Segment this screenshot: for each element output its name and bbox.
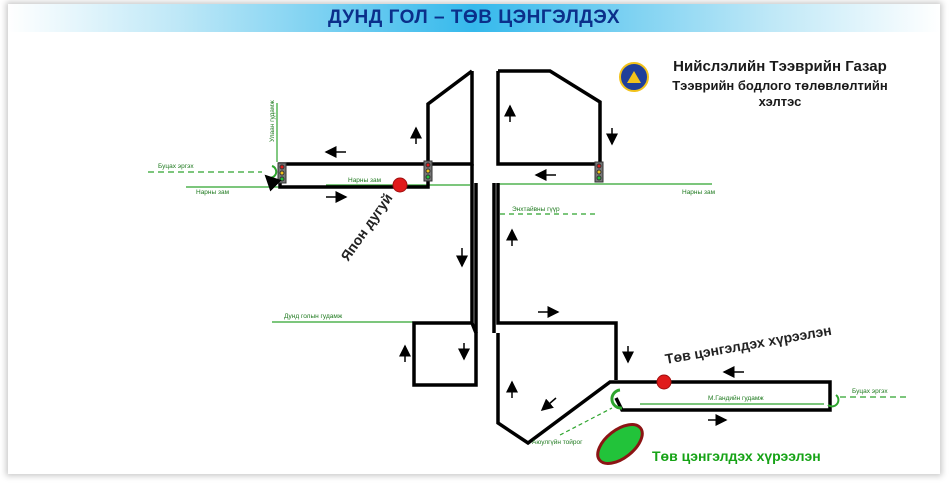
direction-arrow-icon [540,397,557,411]
label-stadium-fence-bottom: Төв цэнгэлдэх хүрээлэн [652,448,821,464]
page-title: ДУНД ГОЛ – ТӨВ ЦЭНГЭЛДЭХ [327,7,621,28]
label-stadium-fence-top: Төв цэнгэлдэх хүрээлэн [664,322,833,367]
route-right-branch [496,69,602,166]
route-stadium-loop [496,333,832,446]
organization-block: Нийслэлийн Тээврийн Газар Тээврийн бодло… [660,58,900,110]
traffic-light-icon [277,162,287,184]
u-turn-icon [264,165,282,192]
label-yapon-duguy: Япон дугуй [337,190,395,263]
u-turn-icon [827,394,840,408]
route-right-trunk [496,183,618,380]
street-label-narny-zam-right: Нарны зам [682,189,716,196]
organization-department: Тээврийн бодлого төлөвлөлтийн хэлтэс [672,78,888,109]
organization-logo-icon [619,62,649,92]
organization-name: Нийслэлийн Тээврийн Газар [673,58,887,75]
street-label-narny-zam-center: Нарны зам [348,177,382,184]
street-label-m-gandi: М.Гандийн гудамж [708,394,764,402]
street-ayulgui-line [559,407,613,436]
street-label-butsakh-right: Буцах эргэх [852,388,888,395]
traffic-light-icon [594,161,604,183]
route-left-branch [278,69,474,189]
street-label-ulaan: Улаан гудамж [269,100,276,142]
stop-marker-yapon [392,177,408,193]
route-left-trunk [412,164,478,387]
street-label-enkhtaivan: Энхтайвны гүүр [512,205,560,213]
stop-marker-stadium [656,374,672,390]
street-label-butsakh-left: Буцах эргэх [158,163,194,170]
street-label-narny-zam-left: Нарны зам [196,189,230,196]
u-turn-icon [610,388,623,410]
street-label-ayulgui: Аюулгүйн тойрог [532,438,583,446]
traffic-light-icon [423,160,433,182]
stadium-shape [596,423,644,465]
street-label-dund-gol: Дунд голын гудамж [284,313,343,320]
diagram-frame [8,4,940,474]
title-bar: ДУНД ГОЛ – ТӨВ ЦЭНГЭЛДЭХ [8,4,940,32]
